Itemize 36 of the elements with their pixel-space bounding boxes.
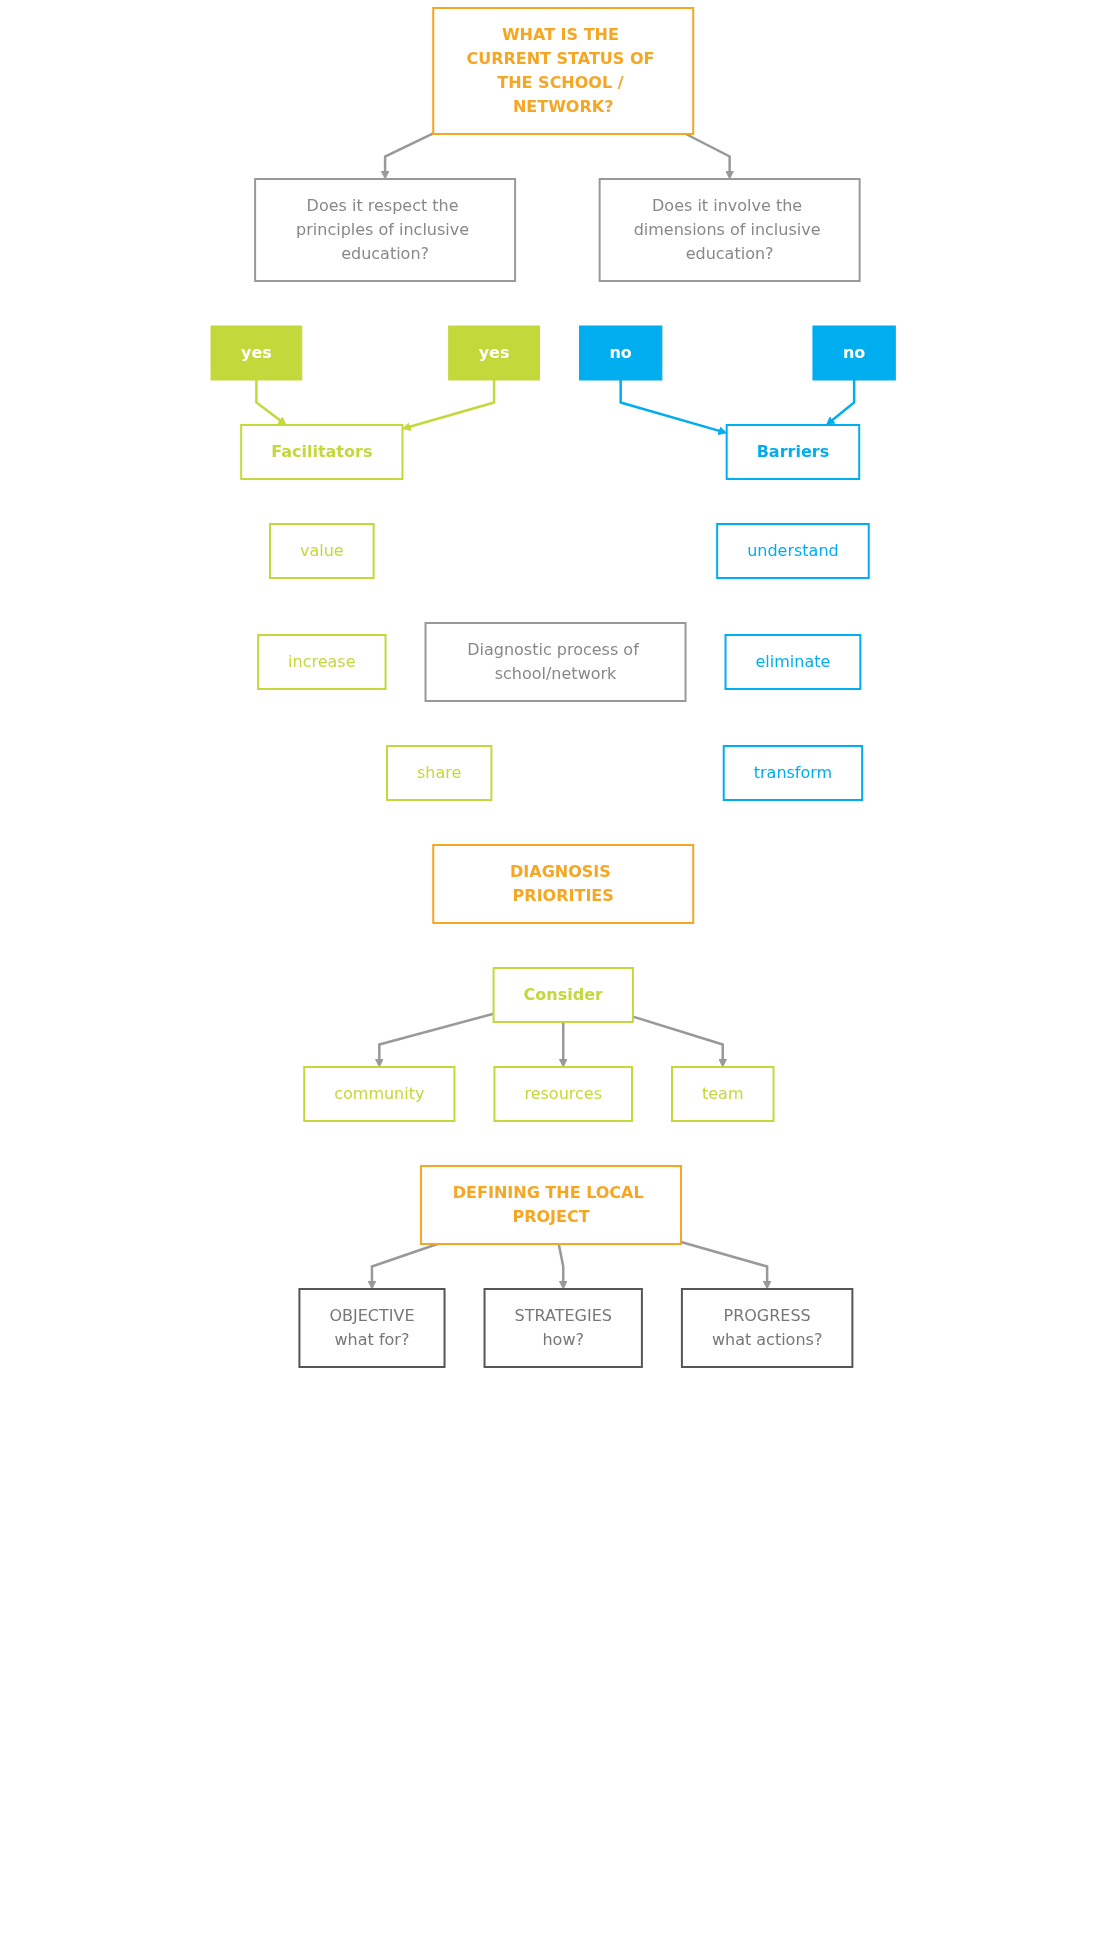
node-box: value (268, 523, 375, 579)
node-box: team (670, 1066, 775, 1122)
node-box: yes (210, 325, 303, 381)
arrow (380, 132, 434, 180)
node-box: share (385, 745, 493, 801)
node-box: no (578, 325, 663, 381)
arrow (255, 380, 287, 426)
node-box: understand (716, 523, 870, 579)
arrow (557, 1243, 568, 1290)
node-box: Facilitators (240, 424, 404, 480)
arrow (619, 380, 727, 435)
node-box: resources (493, 1066, 633, 1122)
node-box: yes (448, 325, 540, 381)
node-box: transform (722, 745, 863, 801)
node-box: STRATEGIES how? (483, 1288, 643, 1368)
arrow (367, 1242, 438, 1290)
arrow (374, 1012, 494, 1068)
node-box: Does it respect the principles of inclusive education? (253, 178, 516, 282)
node-box: eliminate (724, 634, 862, 690)
node-box: PROGRESS what actions? (680, 1288, 854, 1368)
node-box: DEFINING THE LOCAL PROJECT (419, 1165, 682, 1245)
node-box: DIAGNOSIS PRIORITIES (432, 844, 695, 924)
node-box: Barriers (725, 424, 861, 480)
node-box: OBJECTIVE what for? (298, 1288, 446, 1368)
node-box: Consider (492, 967, 634, 1023)
node-box: no (812, 325, 896, 381)
node-box: Does it involve the dimensions of inclusive education? (598, 178, 861, 282)
node-box: community (303, 1066, 456, 1122)
node-box: WHAT IS THE CURRENT STATUS OF THE SCHOOL / NETWORK? (432, 7, 695, 135)
node-box: Diagnostic process of school/network (424, 622, 687, 702)
arrow (680, 1240, 772, 1290)
arrow (632, 1015, 727, 1068)
arrow (825, 380, 856, 426)
arrow (685, 132, 734, 180)
arrow (558, 1022, 568, 1068)
node-box: increase (256, 634, 387, 690)
